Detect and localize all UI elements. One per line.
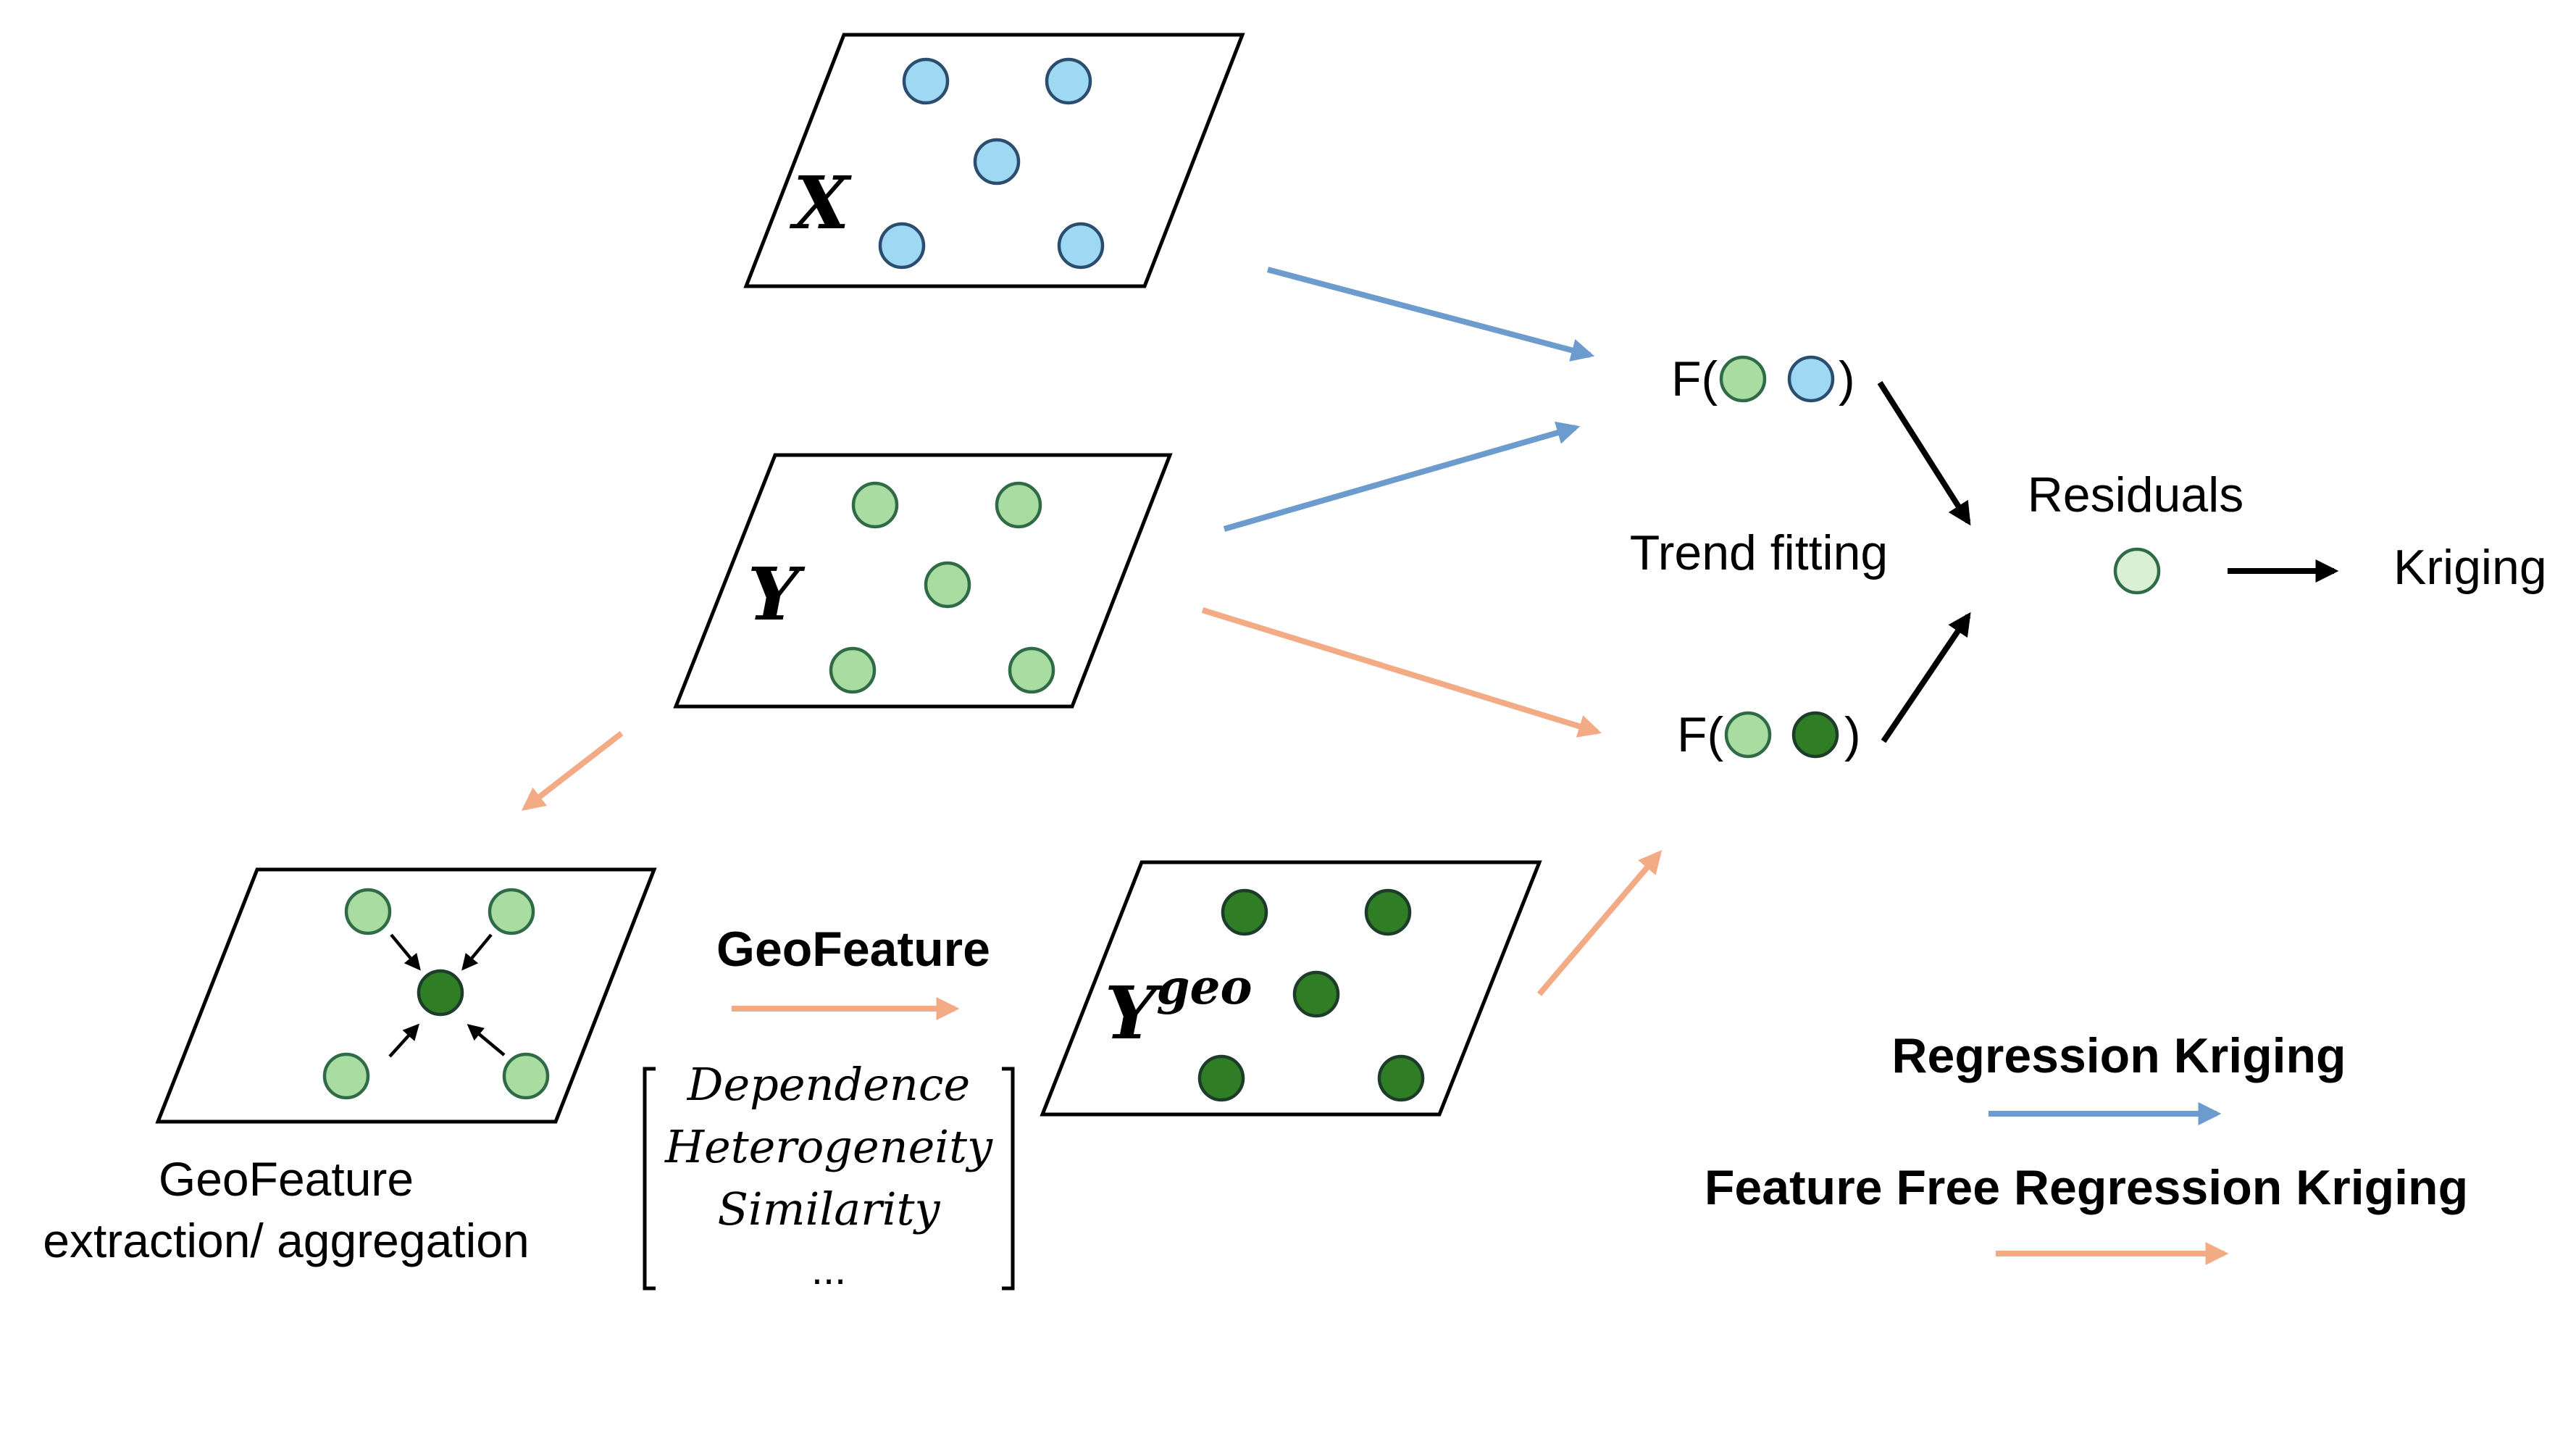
y-point-icon bbox=[924, 561, 971, 609]
aggregation-arrow bbox=[467, 1024, 506, 1056]
x-point-icon bbox=[1787, 355, 1835, 403]
aggregation-arrow bbox=[461, 933, 493, 971]
aggregation-arrow bbox=[390, 933, 421, 971]
x-to-f-top-arrow bbox=[1266, 267, 1595, 362]
x-plane: X bbox=[743, 33, 1245, 288]
f-top-to-residuals-arrow bbox=[1877, 380, 1971, 526]
trend-fitting-label: Trend fitting bbox=[1630, 525, 1889, 580]
ygeo-label: Ygeo bbox=[1105, 959, 1253, 1056]
geofeature-aggregation-plane bbox=[155, 867, 657, 1124]
geofeature-item-similarity: Similarity bbox=[717, 1183, 940, 1235]
legend-ffrk-label: Feature Free Regression Kriging bbox=[1705, 1160, 2468, 1215]
geofeature-item-heterogeneity: Heterogeneity bbox=[664, 1120, 993, 1173]
y-point-icon bbox=[1724, 711, 1772, 759]
geofeature-title: GeoFeature bbox=[716, 922, 990, 977]
y-point-icon bbox=[1719, 355, 1767, 403]
f-bottom-prefix: F( bbox=[1677, 707, 1724, 762]
ygeo-point-icon bbox=[1364, 888, 1412, 936]
ygeo-plane: Ygeo bbox=[1040, 860, 1542, 1117]
y-point-icon bbox=[1008, 646, 1055, 694]
ygeo-point-icon bbox=[1377, 1054, 1425, 1102]
y-point-icon bbox=[851, 481, 899, 529]
y-to-f-top-arrow bbox=[1223, 421, 1581, 532]
x-label: X bbox=[789, 160, 852, 246]
residual-point-icon bbox=[2113, 547, 2161, 595]
y-label: Y bbox=[748, 551, 806, 637]
legend: Regression Kriging Feature Free Regressi… bbox=[1705, 1028, 2468, 1265]
residuals-label: Residuals bbox=[2028, 467, 2244, 522]
y-point-icon bbox=[995, 481, 1042, 529]
x-point-icon bbox=[973, 138, 1021, 185]
f-bottom-to-residuals-arrow bbox=[1881, 612, 1971, 743]
ygeo-point-icon bbox=[1292, 970, 1340, 1018]
ygeo-to-f-bottom-arrow bbox=[1536, 850, 1663, 996]
geofeature-caption-line1: GeoFeature bbox=[159, 1152, 414, 1206]
y-to-geofeature-arrow bbox=[521, 730, 624, 811]
neighbor-point-icon bbox=[322, 1052, 370, 1100]
x-point-icon bbox=[1057, 222, 1105, 270]
neighbor-point-icon bbox=[502, 1052, 550, 1100]
kriging-label: Kriging bbox=[2393, 540, 2547, 595]
ygeo-point-icon bbox=[1221, 888, 1268, 936]
ygeo-label-base: Y bbox=[1105, 970, 1163, 1056]
aggregation-arrow bbox=[388, 1023, 420, 1058]
f-top-prefix: F( bbox=[1671, 351, 1718, 407]
trend-function-top: F( ) bbox=[1671, 351, 1855, 407]
x-point-icon bbox=[902, 57, 950, 105]
neighbor-point-icon bbox=[488, 888, 535, 935]
geofeature-caption-line2: extraction/ aggregation bbox=[43, 1214, 529, 1267]
ygeo-point-icon bbox=[1791, 711, 1839, 759]
f-bottom-suffix: ) bbox=[1844, 707, 1861, 762]
center-point-icon bbox=[417, 969, 464, 1017]
ygeo-point-icon bbox=[1197, 1054, 1245, 1102]
left-bracket bbox=[643, 1067, 656, 1291]
y-point-icon bbox=[829, 646, 877, 694]
geofeature-item-ellipsis: ... bbox=[811, 1246, 846, 1293]
neighbor-point-icon bbox=[344, 888, 392, 935]
geofeature-item-dependence: Dependence bbox=[687, 1058, 970, 1111]
x-point-icon bbox=[878, 222, 926, 270]
trend-function-bottom: F( ) bbox=[1677, 707, 1861, 762]
right-bracket bbox=[1002, 1067, 1015, 1291]
y-plane: Y bbox=[673, 453, 1173, 709]
legend-rk-label: Regression Kriging bbox=[1891, 1028, 2346, 1083]
y-to-f-bottom-arrow bbox=[1201, 607, 1602, 738]
x-point-icon bbox=[1045, 57, 1092, 105]
f-top-suffix: ) bbox=[1839, 351, 1855, 407]
ygeo-label-superscript: geo bbox=[1156, 959, 1252, 1015]
